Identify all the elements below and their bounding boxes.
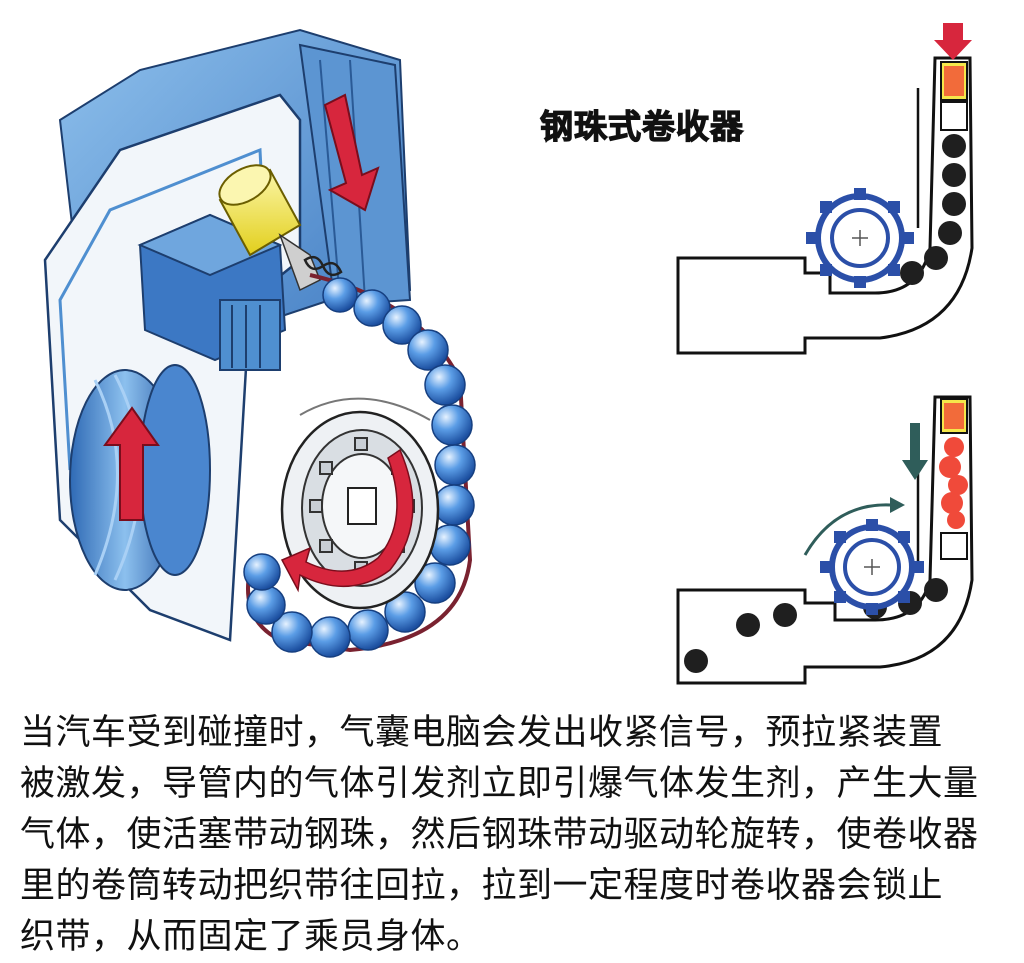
schematic-after-firing bbox=[676, 395, 974, 685]
retractor-body-outline bbox=[676, 56, 974, 355]
down-arrow-icon bbox=[902, 423, 928, 480]
drive-wheel-before bbox=[806, 188, 914, 288]
caption-line: 里的卷筒转动把织带往回拉，拉到一定程度时卷收器会锁止 bbox=[20, 866, 944, 906]
explanation-caption: 当汽车受到碰撞时，气囊电脑会发出收紧信号，预拉紧装置 被激发，导管内的气体引发剂… bbox=[20, 708, 1010, 963]
caption-line: 被激发，导管内的气体引发剂立即引爆气体发生剂，产生大量 bbox=[20, 764, 979, 804]
steel-ball-chain bbox=[243, 277, 476, 658]
rotation-arrow-icon bbox=[280, 448, 414, 593]
rotation-arrow-icon bbox=[803, 503, 891, 556]
caption-line: 气体，使活塞带动钢珠，然后钢珠带动驱动轮旋转，使卷收器 bbox=[20, 815, 979, 855]
steel-balls-before bbox=[900, 134, 966, 285]
schematic-before-firing bbox=[676, 23, 974, 355]
spring bbox=[303, 255, 343, 277]
caption-line: 织带，从而固定了乘员身体。 bbox=[20, 917, 482, 957]
gas-generator-piston bbox=[218, 164, 321, 292]
up-arrow-icon bbox=[103, 406, 160, 521]
retractor-illustration bbox=[43, 28, 476, 658]
down-arrow-icon bbox=[323, 93, 380, 212]
drive-wheel-after bbox=[820, 519, 924, 615]
expanding-gas bbox=[939, 437, 968, 529]
down-arrow-icon bbox=[934, 23, 972, 60]
diagram-title: 钢珠式卷收器 bbox=[539, 106, 744, 146]
caption-line: 当汽车受到碰撞时，气囊电脑会发出收紧信号，预拉紧装置 bbox=[20, 713, 944, 753]
retractor-body-outline bbox=[676, 395, 974, 685]
